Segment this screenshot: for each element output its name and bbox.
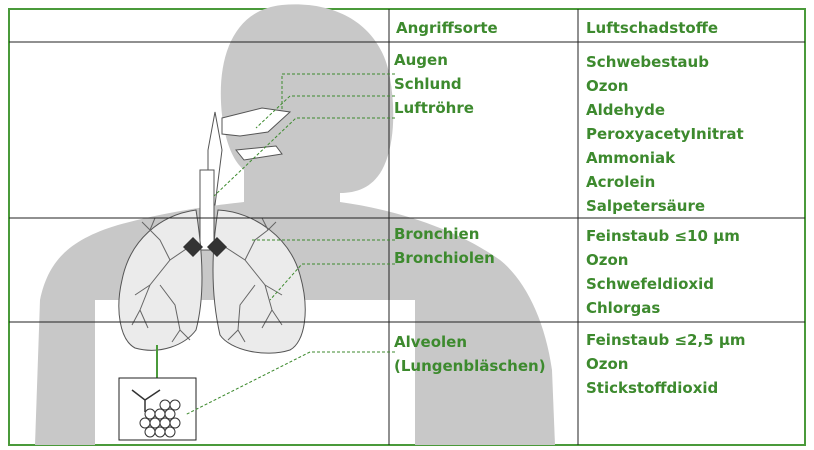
pollutant-label: Schwebestaub — [586, 50, 744, 74]
pollutant-label: PeroxyacetyInitrat — [586, 122, 744, 146]
row1-pollutants: Schwebestaub Ozon Aldehyde PeroxyacetyIn… — [586, 50, 744, 218]
header-sites: Angriffsorte — [396, 18, 498, 38]
site-label: Bronchiolen — [394, 246, 495, 270]
row3-pollutants: Feinstaub ≤2,5 µm Ozon Stickstoffdioxid — [586, 328, 746, 400]
site-label: Augen — [394, 48, 474, 72]
pollutant-label: Stickstoffdioxid — [586, 376, 746, 400]
pollutant-label: Chlorgas — [586, 296, 740, 320]
pollutant-label: Feinstaub ≤2,5 µm — [586, 328, 746, 352]
alveoli-inset — [119, 345, 196, 440]
header-pollutants: Luftschadstoffe — [586, 18, 718, 38]
site-label: Luftröhre — [394, 96, 474, 120]
pollutant-label: Ozon — [586, 352, 746, 376]
pollutant-label: Ozon — [586, 74, 744, 98]
pollutant-label: Ozon — [586, 248, 740, 272]
row2-sites: Bronchien Bronchiolen — [394, 222, 495, 270]
site-label: (Lungenbläschen) — [394, 354, 546, 378]
trachea — [200, 170, 214, 250]
leader-alveolen — [185, 352, 395, 415]
pollutant-label: Acrolein — [586, 170, 744, 194]
pollutant-label: Feinstaub ≤10 µm — [586, 224, 740, 248]
pollutant-label: Schwefeldioxid — [586, 272, 740, 296]
row2-pollutants: Feinstaub ≤10 µm Ozon Schwefeldioxid Chl… — [586, 224, 740, 320]
pollutant-label: Aldehyde — [586, 98, 744, 122]
row3-sites: Alveolen (Lungenbläschen) — [394, 330, 546, 378]
pollutant-label: Ammoniak — [586, 146, 744, 170]
pollutant-label: Salpetersäure — [586, 194, 744, 218]
row1-sites: Augen Schlund Luftröhre — [394, 48, 474, 120]
site-label: Alveolen — [394, 330, 546, 354]
site-label: Schlund — [394, 72, 474, 96]
site-label: Bronchien — [394, 222, 495, 246]
